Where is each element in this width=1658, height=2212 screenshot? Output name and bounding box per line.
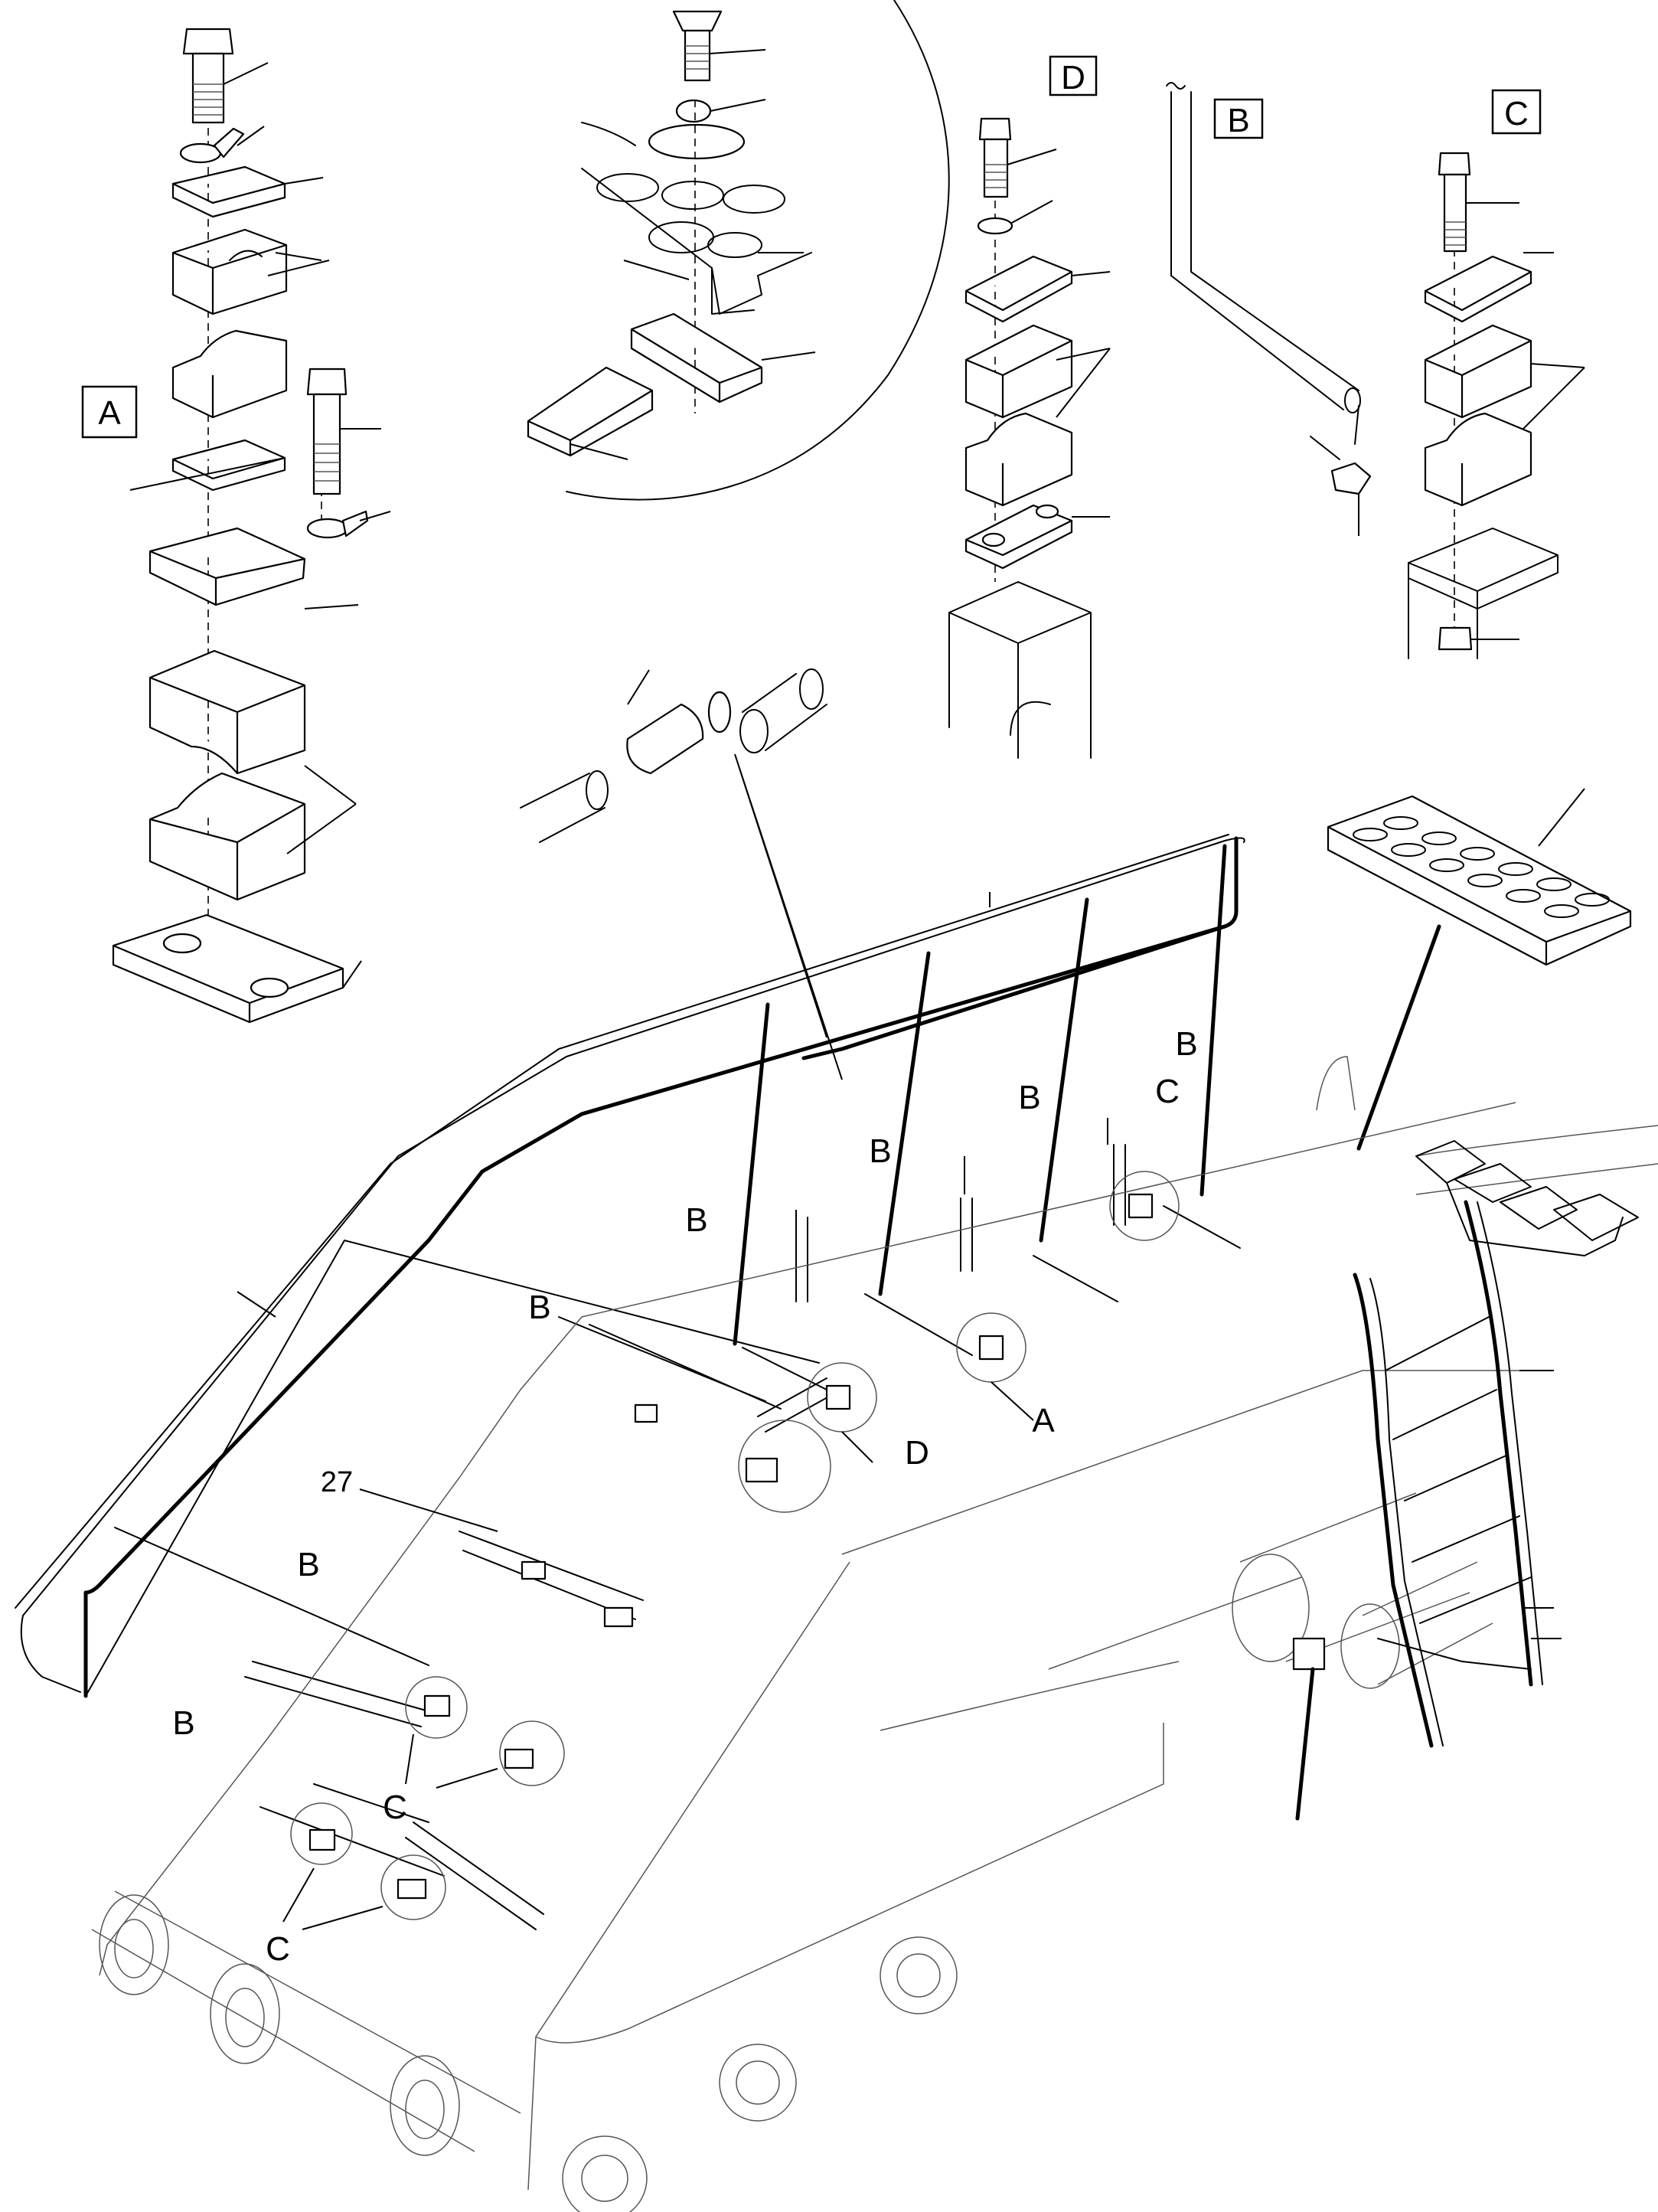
large-plate [149, 527, 306, 606]
detail-b-pipe: B [1166, 82, 1372, 536]
base-plate [112, 913, 344, 1024]
access-ladder [1292, 1200, 1562, 1821]
perforated-walkway-plate [1327, 788, 1632, 1151]
detail-d-clamp: D [948, 55, 1111, 759]
callout-c-top: C [1155, 1073, 1180, 1110]
reference-number-27: 27 [321, 1466, 353, 1498]
callout-b-2: B [869, 1132, 891, 1170]
clamp-half-upper [171, 228, 288, 315]
big-clamp-upper [149, 649, 306, 775]
detail-circle-floor-plate [527, 0, 950, 501]
big-clamp-lower [149, 772, 306, 901]
callout-b-1: B [685, 1201, 707, 1239]
long-bolt-part [306, 368, 369, 539]
callout-a: A [1032, 1402, 1055, 1439]
spacer-plate [171, 439, 286, 492]
clamp-half-lower [171, 329, 288, 419]
callout-b-5: B [528, 1289, 550, 1326]
boom-body [91, 1056, 1658, 2212]
detail-label-box-c [1491, 89, 1542, 135]
cover-plate [171, 165, 286, 218]
detail-label-box-b [1213, 98, 1264, 139]
bolt-part [182, 28, 234, 124]
pipe-stubs [742, 1118, 1241, 1463]
detail-c-clamp: C [1408, 89, 1585, 659]
callout-c-2: C [266, 1930, 290, 1968]
callout-labels: B B B B C B A D 27 B B C C [172, 1025, 1197, 1968]
detail-label-b: B [1227, 102, 1249, 139]
callout-b-7: B [172, 1704, 194, 1742]
detail-label-a: A [98, 394, 121, 432]
pin-and-tube [520, 668, 843, 1080]
hydraulic-lines [244, 1316, 835, 1930]
backing-plate [630, 312, 763, 404]
detail-label-d: D [1061, 59, 1085, 96]
detail-label-box-d [1049, 55, 1098, 96]
detail-label-c: C [1504, 95, 1529, 132]
callout-b-4: B [1175, 1025, 1197, 1063]
handrail-frame [15, 834, 1245, 1698]
detail-label-box-a [81, 385, 138, 439]
detail-a-exploded-clamp [112, 28, 391, 1024]
callout-b-3: B [1018, 1079, 1040, 1116]
callout-d: D [905, 1434, 929, 1472]
callout-c-1: C [383, 1789, 407, 1826]
callout-b-6: B [297, 1546, 319, 1583]
manifold-fittings [1415, 1140, 1639, 1256]
